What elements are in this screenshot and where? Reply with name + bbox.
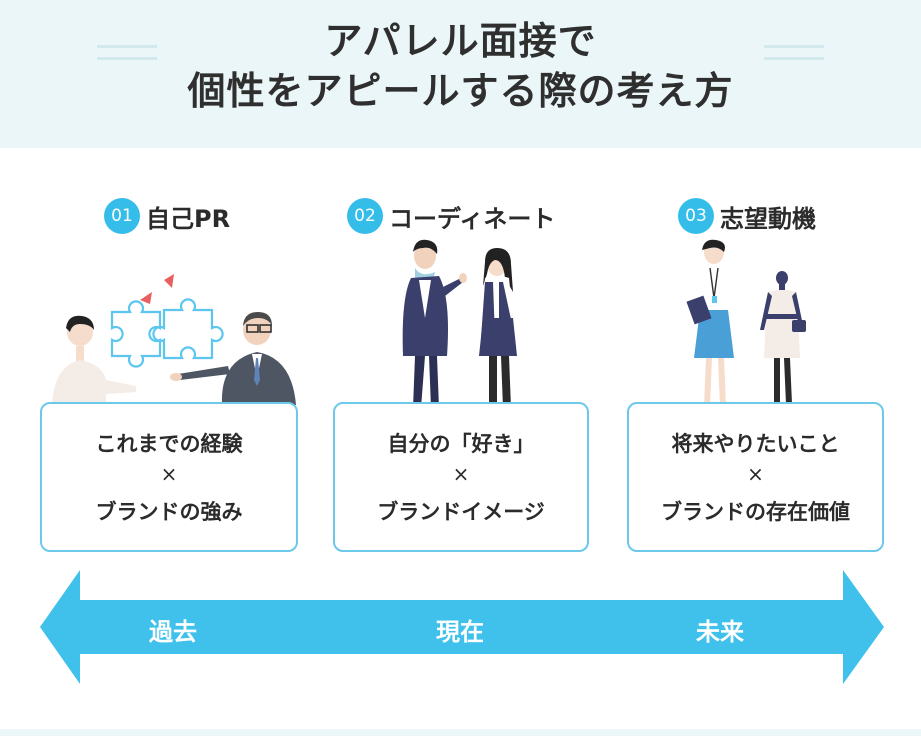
footer-band: [0, 729, 921, 736]
times-symbol: ×: [452, 462, 470, 486]
card-self-pr: これまでの経験 × ブランドの強み: [40, 402, 298, 552]
timeline-double-arrow: [40, 570, 884, 684]
card-coordinate: 自分の「好き」 × ブランドイメージ: [333, 402, 589, 552]
card-line-top: 自分の「好き」: [387, 432, 535, 456]
section-heading-coordinate: 02 コーディネート: [347, 196, 555, 236]
section-heading-label: 自己PR: [146, 204, 231, 233]
times-symbol: ×: [160, 462, 178, 486]
decorative-line: [764, 57, 824, 60]
step-number-badge: 02: [347, 198, 383, 234]
section-heading-motivation: 03 志望動機: [678, 196, 816, 236]
decorative-line: [97, 45, 157, 48]
card-line-bottom: ブランドの強み: [95, 500, 243, 524]
page-title-line-1: アパレル面接で: [324, 19, 597, 63]
career-mannequin-illustration: [686, 239, 806, 412]
times-symbol: ×: [747, 462, 764, 486]
card-line-bottom: ブランドの存在価値: [661, 500, 850, 524]
page-title-line-2: 個性をアピールする際の考え方: [187, 69, 734, 113]
card-motivation: 将来やりたいこと × ブランドの存在価値: [627, 402, 884, 552]
timeline-label-present: 現在: [436, 618, 484, 646]
section-heading-label: コーディネート: [389, 204, 556, 233]
decorative-line: [764, 45, 824, 48]
card-line-top: 将来やりたいこと: [671, 432, 840, 456]
coordinate-couple-illustration: [402, 239, 517, 408]
title-banner: アパレル面接で 個性をアピールする際の考え方: [0, 0, 921, 148]
section-heading-self-pr: 01 自己PR: [104, 196, 230, 236]
section-heading-label: 志望動機: [720, 204, 816, 233]
decorative-line: [97, 57, 157, 60]
card-line-top: これまでの経験: [95, 432, 243, 456]
step-number-badge: 03: [678, 198, 714, 234]
step-number-badge: 01: [104, 198, 140, 234]
interview-puzzle-illustration: [52, 274, 296, 405]
timeline-label-past: 過去: [149, 618, 197, 646]
timeline-label-future: 未来: [696, 618, 744, 646]
card-line-bottom: ブランドイメージ: [377, 500, 545, 524]
